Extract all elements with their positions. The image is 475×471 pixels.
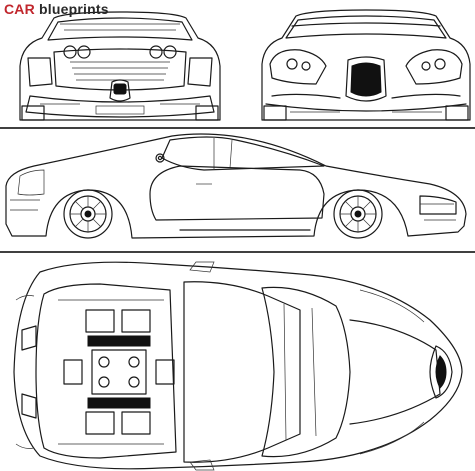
front-view: [261, 9, 471, 121]
rear-view: [19, 11, 221, 121]
side-view: [5, 133, 467, 239]
logo-blueprints-text: blueprints: [34, 1, 109, 17]
top-view: [13, 261, 463, 471]
logo-car-text: CAR: [4, 1, 35, 17]
carblueprints-logo: CAR blueprints: [4, 0, 109, 18]
